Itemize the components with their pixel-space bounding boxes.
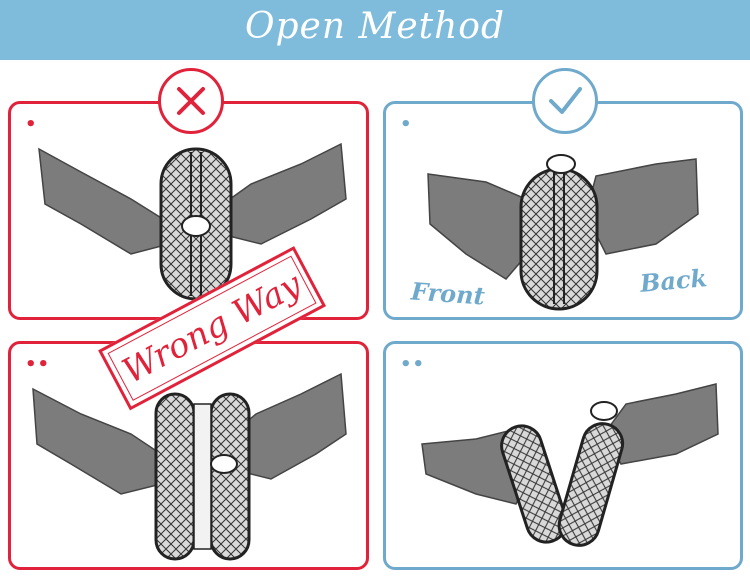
pull-tab [210, 454, 238, 474]
wrong-badge [158, 68, 224, 134]
pad-left-half [154, 392, 196, 561]
title-banner: Open Method [0, 0, 750, 60]
pad-card [519, 167, 599, 311]
illustration-right-step-1 [427, 154, 699, 311]
left-hand [38, 147, 172, 255]
step-indicator: • [25, 114, 38, 135]
panel-wrong-step-2: •• [8, 341, 369, 570]
pad-right-half [557, 422, 625, 547]
left-hand [32, 387, 162, 495]
illustration-wrong-step-2 [32, 372, 347, 561]
panel-right-step-1: • [383, 101, 743, 320]
step-indicator: • [400, 114, 413, 135]
pad-right-half [209, 392, 251, 561]
right-hand [215, 142, 347, 245]
right-hand [585, 158, 699, 255]
x-mark-icon [177, 87, 205, 115]
step-indicator: •• [400, 354, 426, 375]
pad-left-half [500, 424, 568, 544]
panel-wrong-step-1: • [8, 101, 369, 320]
right-badge [532, 68, 598, 134]
check-mark-icon [549, 87, 582, 114]
illustration-right-step-2 [421, 383, 719, 547]
page-title: Open Method [244, 6, 506, 47]
illustration-wrong-step-1 [38, 142, 347, 301]
pull-tab [181, 215, 211, 237]
step-indicator: •• [25, 354, 51, 375]
front-label: Front [410, 276, 486, 311]
panel-right-step-2: •• [383, 341, 743, 570]
pull-tab [546, 154, 576, 174]
pull-tab [590, 401, 618, 421]
back-label: Back [638, 263, 709, 298]
